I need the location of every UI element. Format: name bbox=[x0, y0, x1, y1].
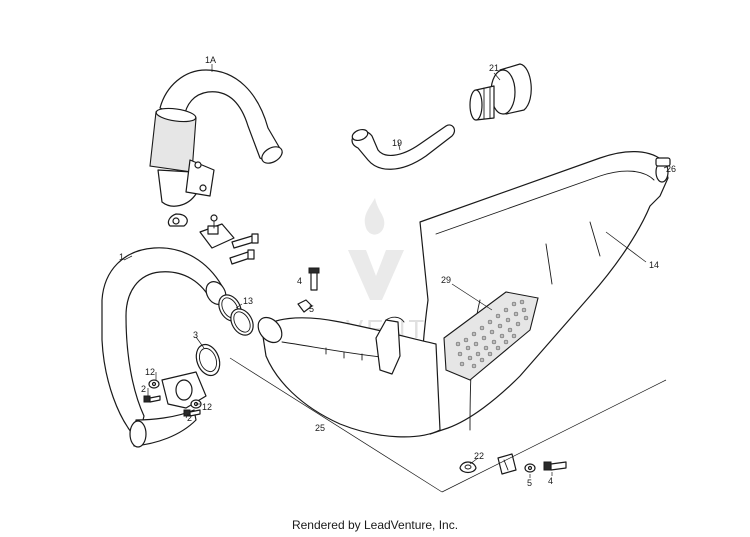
part-13-o-rings[interactable] bbox=[214, 291, 257, 339]
header-flange-bracket[interactable] bbox=[199, 214, 235, 249]
callout-21: 21 bbox=[489, 63, 499, 73]
callout-19: 19 bbox=[392, 138, 402, 148]
part-14-silencer[interactable] bbox=[419, 151, 671, 435]
part-1a-header-pipe[interactable] bbox=[149, 69, 285, 227]
callout-5-lower: 5 bbox=[527, 478, 532, 488]
part-2-bolt-a[interactable] bbox=[143, 395, 161, 403]
callout-3: 3 bbox=[193, 330, 198, 340]
heat-shield-perforations bbox=[455, 299, 529, 369]
callout-5-upper: 5 bbox=[309, 304, 314, 314]
callout-25: 25 bbox=[315, 423, 325, 433]
part-clip-bracket[interactable] bbox=[497, 453, 517, 475]
callout-2-right: 2 bbox=[187, 413, 192, 423]
callout-1a: 1A bbox=[205, 55, 216, 65]
part-4-bolt-upper[interactable] bbox=[308, 267, 320, 291]
header-studs[interactable] bbox=[229, 233, 259, 265]
part-5-washer-lower[interactable] bbox=[524, 463, 536, 473]
callout-14: 14 bbox=[649, 260, 659, 270]
callout-labels: 1A 21 19 26 14 1 4 5 13 29 3 12 2 12 2 2… bbox=[119, 55, 676, 488]
callout-1: 1 bbox=[119, 252, 124, 262]
render-credit: Rendered by LeadVenture, Inc. bbox=[291, 518, 459, 532]
part-19-hose[interactable] bbox=[351, 124, 456, 170]
callout-13: 13 bbox=[243, 296, 253, 306]
callout-4-upper: 4 bbox=[297, 276, 302, 286]
part-22-grommet[interactable] bbox=[459, 461, 477, 474]
leader-lines bbox=[123, 64, 669, 493]
part-2-bolt-b[interactable] bbox=[183, 409, 201, 417]
callout-2-left: 2 bbox=[141, 384, 146, 394]
callout-12-left: 12 bbox=[145, 367, 155, 377]
part-3-gasket[interactable] bbox=[192, 341, 224, 379]
exhaust-manifold-flange[interactable] bbox=[161, 371, 207, 409]
part-4-bolt-lower[interactable] bbox=[543, 461, 567, 471]
callout-26: 26 bbox=[666, 164, 676, 174]
callout-22: 22 bbox=[474, 451, 484, 461]
callout-29: 29 bbox=[441, 275, 451, 285]
part-29-heat-shield[interactable] bbox=[443, 291, 539, 381]
part-21-end-cap[interactable] bbox=[469, 63, 532, 121]
callout-4-lower: 4 bbox=[548, 476, 553, 486]
part-12-washer-a[interactable] bbox=[148, 379, 160, 389]
part-5-nut-upper[interactable] bbox=[297, 299, 313, 313]
part-25-expansion-chamber[interactable] bbox=[253, 313, 441, 438]
callout-12-right: 12 bbox=[202, 402, 212, 412]
